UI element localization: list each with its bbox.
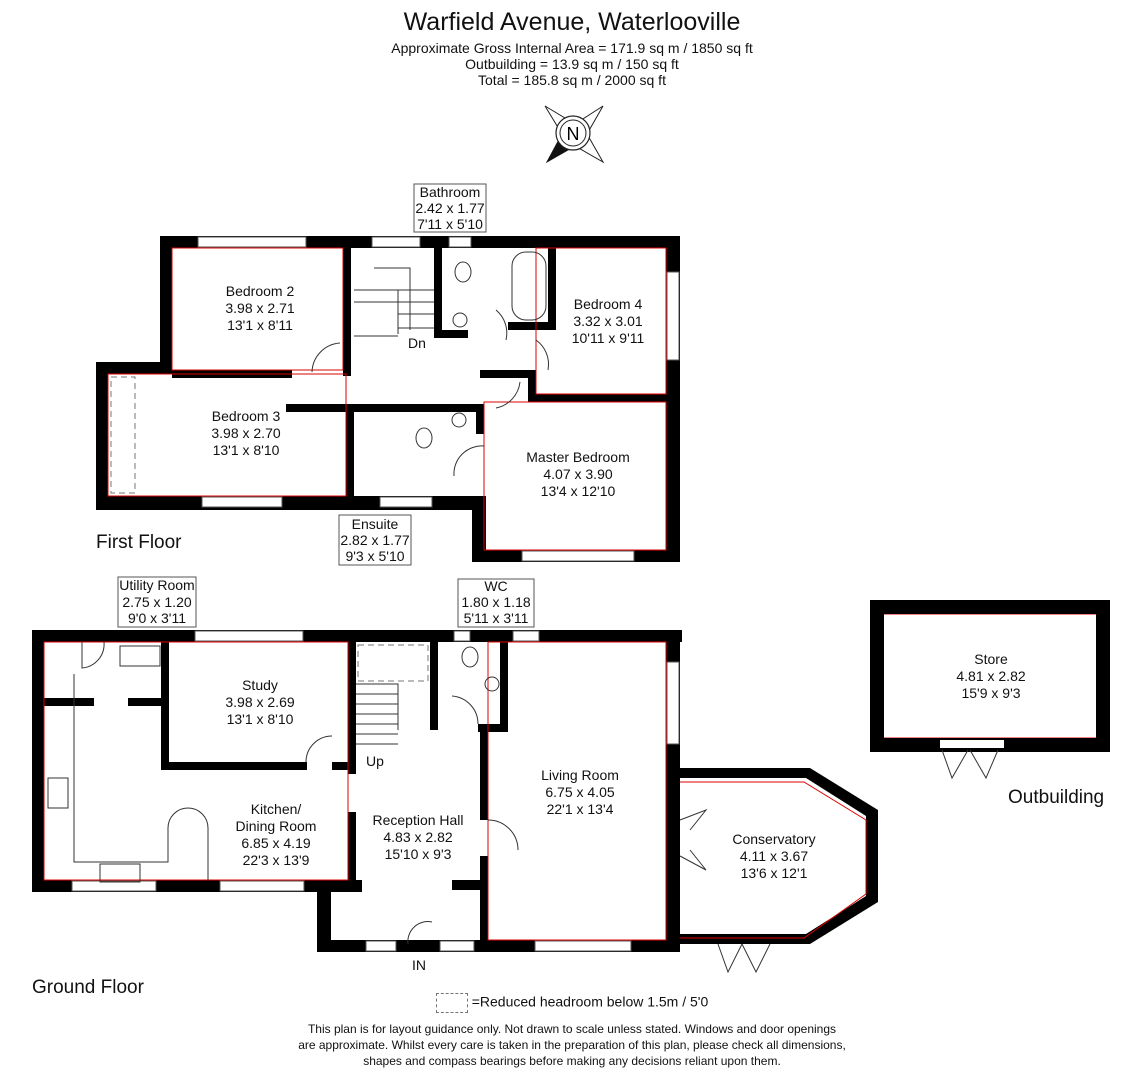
first-floor-plan: Dn Bedroom 2 3.98 x 2.71 13'1 x 8'11 Bed…	[96, 183, 680, 566]
svg-text:10'11 x 9'11: 10'11 x 9'11	[572, 330, 645, 346]
svg-text:Reception Hall: Reception Hall	[372, 812, 463, 828]
svg-text:4.11 x 3.67: 4.11 x 3.67	[740, 848, 808, 864]
entrance-label: IN	[412, 957, 426, 973]
svg-text:Master Bedroom: Master Bedroom	[526, 449, 629, 465]
svg-text:3.32 x 3.01: 3.32 x 3.01	[573, 313, 642, 329]
sink-icon	[99, 863, 141, 883]
svg-text:22'1 x 13'4: 22'1 x 13'4	[547, 801, 614, 817]
svg-text:Study: Study	[242, 677, 278, 693]
room-label-ensuite: Ensuite 2.82 x 1.77 9'3 x 5'10	[338, 514, 412, 566]
svg-text:Living Room: Living Room	[541, 767, 619, 783]
svg-text:Utility Room: Utility Room	[119, 577, 194, 593]
svg-text:9'3 x 5'10: 9'3 x 5'10	[345, 548, 404, 564]
dashed-box-icon	[435, 993, 468, 1013]
svg-text:2.42 x 1.77: 2.42 x 1.77	[415, 200, 484, 216]
svg-text:15'9 x 9'3: 15'9 x 9'3	[961, 685, 1020, 701]
stairs-down-icon	[354, 267, 434, 337]
total-area: Total = 185.8 sq m / 2000 sq ft	[478, 72, 666, 88]
stairs-label: Up	[366, 753, 384, 769]
svg-text:3.98 x 2.69: 3.98 x 2.69	[225, 694, 294, 710]
outbuilding-plan: Store 4.81 x 2.82 15'9 x 9'3 Outbuilding	[870, 600, 1110, 808]
svg-text:13'1 x 8'11: 13'1 x 8'11	[227, 317, 293, 333]
svg-text:13'6 x 12'1: 13'6 x 12'1	[741, 865, 808, 881]
outbuilding-area: Outbuilding = 13.9 sq m / 150 sq ft	[465, 56, 679, 72]
svg-text:Bedroom 2: Bedroom 2	[226, 283, 295, 299]
room-label-conservatory: Conservatory 4.11 x 3.67 13'6 x 12'1	[732, 831, 815, 881]
room-label-bathroom: Bathroom 2.42 x 1.77 7'11 x 5'10	[413, 183, 487, 233]
svg-text:15'10 x 9'3: 15'10 x 9'3	[385, 846, 452, 862]
room-label-living-room: Living Room 6.75 x 4.05 22'1 x 13'4	[541, 767, 619, 817]
svg-text:Bathroom: Bathroom	[420, 184, 481, 200]
floor-label-first: First Floor	[96, 532, 182, 553]
toilet-icon	[454, 261, 472, 283]
basin-icon	[484, 676, 500, 692]
hob-icon	[47, 777, 69, 809]
basin-icon	[451, 412, 467, 428]
plan-title: Warfield Avenue, Waterlooville	[403, 8, 741, 36]
floor-label-outbuilding: Outbuilding	[1008, 787, 1104, 808]
room-label-bedroom-3: Bedroom 3 3.98 x 2.70 13'1 x 8'10	[211, 408, 280, 458]
svg-text:2.82 x 1.77: 2.82 x 1.77	[340, 532, 409, 548]
svg-text:Bedroom 4: Bedroom 4	[574, 296, 643, 312]
legend-text: =Reduced headroom below 1.5m / 5'0	[471, 993, 709, 1010]
svg-text:N: N	[567, 124, 580, 144]
disclaimer-line: shapes and compass bearings before makin…	[363, 1054, 781, 1068]
svg-text:Kitchen/: Kitchen/	[251, 801, 302, 817]
svg-text:4.81 x 2.82: 4.81 x 2.82	[956, 668, 1025, 684]
disclaimer-line: This plan is for layout guidance only. N…	[307, 1022, 837, 1036]
svg-text:7'11 x 5'10: 7'11 x 5'10	[417, 216, 483, 232]
toilet-icon	[415, 427, 433, 449]
svg-text:13'4 x 12'10: 13'4 x 12'10	[541, 483, 616, 499]
room-label-study: Study 3.98 x 2.69 13'1 x 8'10	[225, 677, 294, 727]
ground-floor-plan: Up Utility Room 2.75 x 1.20 9'0 x 3'11 S…	[32, 576, 1098, 998]
disclaimer: This plan is for layout guidance only. N…	[0, 1021, 1144, 1069]
svg-text:1.80 x 1.18: 1.80 x 1.18	[461, 594, 530, 610]
svg-text:6.85 x 4.19: 6.85 x 4.19	[241, 835, 310, 851]
room-label-bedroom-4: Bedroom 4 3.32 x 3.01 10'11 x 9'11	[572, 296, 645, 346]
svg-text:13'1 x 8'10: 13'1 x 8'10	[227, 711, 294, 727]
room-label-wc: WC 1.80 x 1.18 5'11 x 3'11	[457, 578, 535, 628]
room-label-bedroom-2: Bedroom 2 3.98 x 2.71 13'1 x 8'11	[225, 283, 294, 333]
svg-text:Bedroom 3: Bedroom 3	[212, 408, 281, 424]
room-label-utility-room: Utility Room 2.75 x 1.20 9'0 x 3'11	[117, 576, 197, 628]
room-label-store: Store 4.81 x 2.82 15'9 x 9'3	[956, 651, 1025, 701]
floor-label-ground: Ground Floor	[32, 977, 145, 998]
svg-text:4.07 x 3.90: 4.07 x 3.90	[543, 466, 612, 482]
svg-text:6.75 x 4.05: 6.75 x 4.05	[545, 784, 614, 800]
svg-text:4.83 x 2.82: 4.83 x 2.82	[383, 829, 452, 845]
legend: =Reduced headroom below 1.5m / 5'0	[0, 993, 1144, 1013]
svg-text:Store: Store	[974, 651, 1008, 667]
svg-text:22'3 x 13'9: 22'3 x 13'9	[243, 852, 310, 868]
svg-text:Dining Room: Dining Room	[236, 818, 317, 834]
svg-text:Ensuite: Ensuite	[352, 516, 399, 532]
room-label-master-bedroom: Master Bedroom 4.07 x 3.90 13'4 x 12'10	[526, 449, 629, 499]
room-label-kitchen-dining: Kitchen/ Dining Room 6.85 x 4.19 22'3 x …	[236, 801, 317, 868]
svg-text:Conservatory: Conservatory	[732, 831, 815, 847]
disclaimer-line: are approximate. Whilst every care is ta…	[298, 1038, 846, 1052]
svg-text:13'1 x 8'10: 13'1 x 8'10	[213, 442, 280, 458]
svg-text:3.98 x 2.70: 3.98 x 2.70	[211, 425, 280, 441]
svg-text:2.75 x 1.20: 2.75 x 1.20	[122, 594, 191, 610]
svg-text:9'0 x 3'11: 9'0 x 3'11	[128, 610, 186, 626]
room-label-reception-hall: Reception Hall 4.83 x 2.82 15'10 x 9'3	[372, 812, 463, 862]
compass-north-icon: N	[544, 105, 605, 164]
svg-text:3.98 x 2.71: 3.98 x 2.71	[225, 300, 294, 316]
bath-icon	[511, 251, 547, 321]
sink-icon	[119, 645, 161, 667]
svg-text:WC: WC	[484, 578, 507, 594]
gross-internal-area: Approximate Gross Internal Area = 171.9 …	[391, 40, 753, 56]
stairs-up-icon	[356, 644, 429, 745]
svg-text:5'11 x 3'11: 5'11 x 3'11	[464, 610, 529, 626]
basin-icon	[452, 312, 468, 328]
toilet-icon	[461, 646, 479, 668]
stairs-label: Dn	[408, 335, 426, 351]
